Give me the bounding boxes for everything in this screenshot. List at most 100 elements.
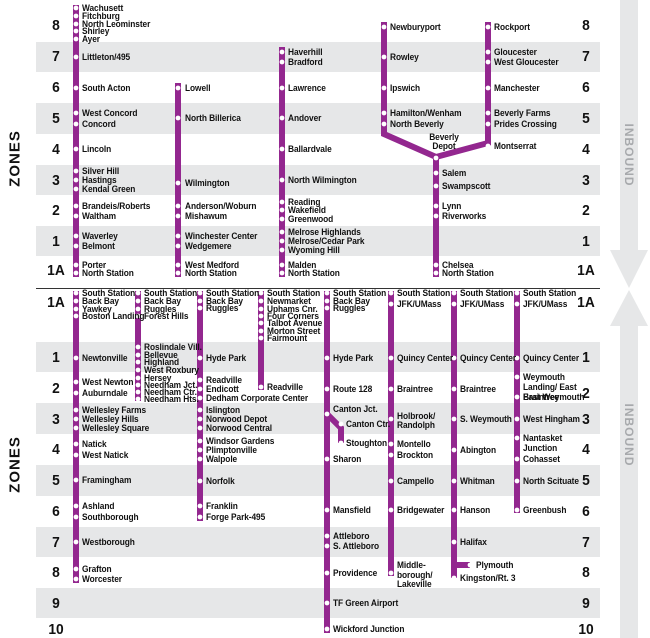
- station-label: Wellesley Farms: [82, 405, 147, 416]
- station-label: Ayer: [82, 34, 100, 45]
- zone-number: 9: [52, 595, 60, 612]
- station-label: Readville: [206, 375, 242, 386]
- station-label-beverly-depot: Beverly Depot: [429, 132, 459, 152]
- station-label: Needham Ctr.: [144, 387, 197, 398]
- station-label: Whitman: [460, 476, 495, 487]
- zone-number: 1A: [47, 262, 65, 279]
- station-label: North Station: [82, 268, 134, 279]
- station-label: Prides Crossing: [494, 119, 557, 130]
- station-label: Porter: [82, 260, 107, 271]
- station-label: Needham Jct.: [144, 380, 198, 391]
- station-label: Wedgemere: [185, 241, 232, 252]
- station-label: Franklin: [206, 501, 238, 512]
- station-label: Worcester: [82, 574, 122, 585]
- line-stoughton-branch: [324, 411, 344, 443]
- station-label: Lincoln: [82, 144, 112, 155]
- station-label: Uphams Cnr.: [267, 304, 318, 315]
- station-label: Belmont: [82, 241, 115, 252]
- station-label: Back Bay: [144, 296, 181, 307]
- station-label: Swampscott: [442, 181, 491, 192]
- station-label: Boston Landing: [82, 311, 145, 322]
- station-label: Forest Hills: [144, 311, 189, 322]
- station-label: Windsor Gardens: [206, 436, 275, 447]
- station-label: Stoughton: [346, 438, 388, 449]
- station-label: Montserrat: [494, 141, 537, 152]
- station-label: Beverly Farms: [494, 108, 551, 119]
- station-label: Nantasket Junction: [523, 433, 563, 454]
- station-label: Chelsea: [442, 260, 474, 271]
- station-label: Halifax: [460, 537, 487, 548]
- station-label: JFK/UMass: [523, 299, 568, 310]
- zone-number: 5: [52, 472, 60, 489]
- station-label: Talbot Avenue: [267, 318, 323, 329]
- station-label: Route 128: [333, 384, 373, 395]
- station-label: Malden: [288, 260, 317, 271]
- station-label: Norwood Central: [206, 423, 273, 434]
- station-label: North Beverly: [390, 119, 444, 130]
- zone-band-5-south: [36, 465, 600, 496]
- zone-number: 6: [52, 79, 60, 96]
- station-label: Wachusett: [82, 3, 124, 14]
- station-label: Sharon: [333, 454, 362, 465]
- station-label: Auburndale: [82, 388, 128, 399]
- station-label: Forge Park-495: [206, 512, 266, 523]
- station-label: Middle- borough/ Lakeville: [397, 560, 433, 590]
- station-label: Fitchburg: [82, 11, 120, 22]
- station-label: Hanson: [460, 505, 491, 516]
- station-label: S. Weymouth: [460, 414, 512, 425]
- station-label: Montello: [397, 439, 431, 450]
- station-label: Bellevue: [144, 350, 178, 361]
- station-label: Greenbush: [523, 505, 567, 516]
- station-label: Framingham: [82, 475, 132, 486]
- station-label: East Weymouth: [523, 392, 585, 403]
- station-label: Newburyport: [390, 22, 441, 33]
- station-label: South Station: [144, 288, 198, 299]
- station-label: Dedham Corporate Center: [206, 393, 309, 404]
- station-label: Endicott: [206, 384, 239, 395]
- station-label: JFK/UMass: [460, 299, 505, 310]
- station-label: Andover: [288, 113, 322, 124]
- zone-number: 3: [52, 172, 60, 189]
- station-label: Hyde Park: [206, 353, 247, 364]
- zone-number: 1A: [47, 294, 65, 311]
- zone-number: 1: [582, 349, 590, 366]
- station-label: North Leominster: [82, 19, 151, 30]
- station-label: Morton Street: [267, 326, 321, 337]
- station-label: Abington: [460, 445, 496, 456]
- station-label: Four Corners: [267, 311, 319, 322]
- station-label: South Station: [523, 288, 577, 299]
- station-label: Silver Hill: [82, 166, 120, 177]
- station-label: West Newton: [82, 377, 134, 388]
- zone-number: 1: [52, 349, 60, 366]
- zone-band-3-north: [36, 165, 600, 195]
- north-south-divider: [36, 288, 600, 289]
- zone-number: 8: [52, 564, 60, 581]
- station-label: Reading: [288, 197, 321, 208]
- station-label: Hyde Park: [333, 353, 374, 364]
- station-label: West Natick: [82, 450, 129, 461]
- station-label: Quincy Center: [397, 353, 454, 364]
- station-label: Kingston/Rt. 3: [460, 573, 516, 584]
- station-label: Walpole: [206, 454, 238, 465]
- inbound-arrow-north: [620, 0, 638, 250]
- zone-number: 1: [52, 233, 60, 250]
- zone-number: 5: [52, 110, 60, 127]
- station-label: North Station: [288, 268, 340, 279]
- station-label: West Medford: [185, 260, 240, 271]
- zone-number: 3: [52, 411, 60, 428]
- zone-number: 8: [582, 17, 590, 34]
- station-label: Quincy Center: [523, 353, 580, 364]
- station-label: West Gloucester: [494, 57, 559, 68]
- station-label: Norwood Depot: [206, 414, 268, 425]
- station-label: Back Bay: [333, 296, 370, 307]
- station-label: Hersey: [144, 373, 172, 384]
- station-label: Ruggles: [333, 303, 366, 314]
- station-dots: [73, 5, 520, 632]
- station-label: North Station: [442, 268, 494, 279]
- zone-number: 1A: [577, 262, 595, 279]
- station-label: Braintree: [397, 384, 433, 395]
- station-label: Rockport: [494, 22, 530, 33]
- zone-number: 3: [582, 172, 590, 189]
- zone-band-9-south: [36, 588, 600, 618]
